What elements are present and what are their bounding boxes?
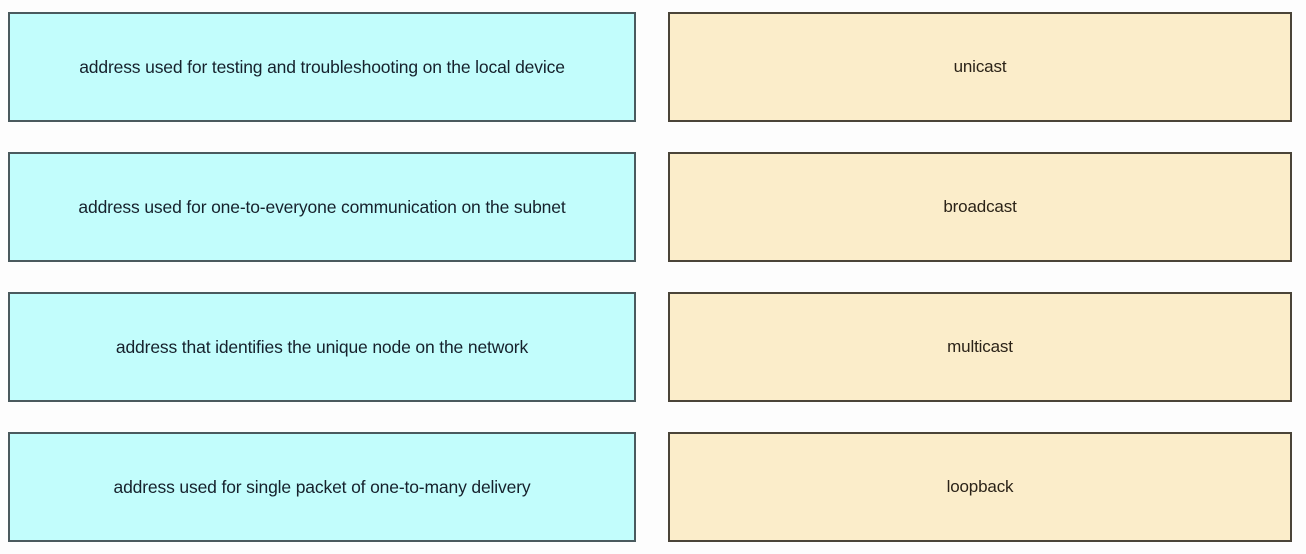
description-card-1[interactable]: address used for testing and troubleshoo… [8,12,636,122]
term-card-3[interactable]: multicast [668,292,1292,402]
description-card-4[interactable]: address used for single packet of one-to… [8,432,636,542]
match-row: address used for single packet of one-to… [0,432,1306,542]
description-card-2[interactable]: address used for one-to-everyone communi… [8,152,636,262]
match-row: address used for one-to-everyone communi… [0,152,1306,262]
term-card-2[interactable]: broadcast [668,152,1292,262]
match-row: address that identifies the unique node … [0,292,1306,402]
term-card-4[interactable]: loopback [668,432,1292,542]
term-card-3-label: multicast [947,336,1013,356]
match-row: address used for testing and troubleshoo… [0,12,1306,122]
description-card-1-label: address used for testing and troubleshoo… [79,56,565,77]
description-card-2-label: address used for one-to-everyone communi… [78,196,566,217]
description-card-4-label: address used for single packet of one-to… [113,476,531,497]
term-card-4-label: loopback [946,476,1014,496]
term-card-1[interactable]: unicast [668,12,1292,122]
term-card-1-label: unicast [953,56,1007,76]
term-card-2-label: broadcast [943,196,1017,216]
description-card-3[interactable]: address that identifies the unique node … [8,292,636,402]
description-card-3-label: address that identifies the unique node … [115,336,529,357]
